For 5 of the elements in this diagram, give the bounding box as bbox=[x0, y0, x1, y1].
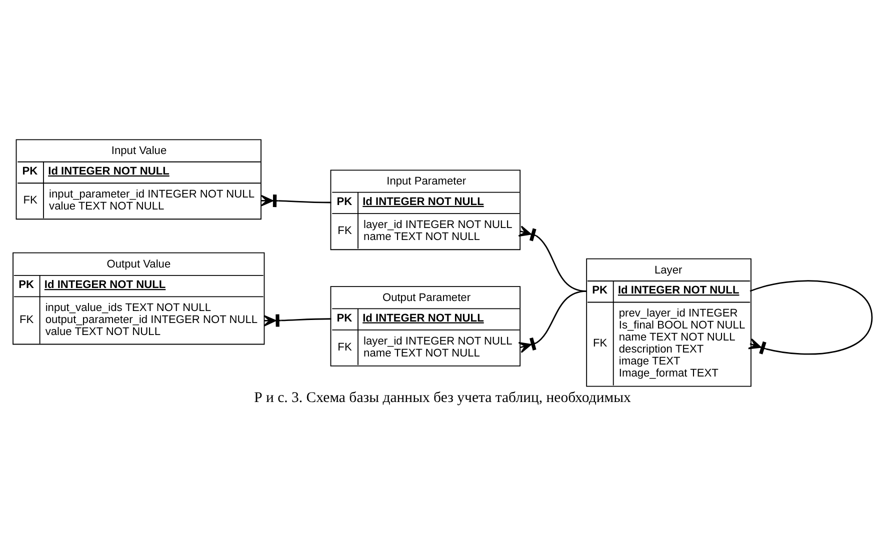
connector bbox=[518, 290, 587, 353]
connector bbox=[748, 280, 873, 355]
connector bbox=[264, 314, 332, 327]
connector bbox=[260, 194, 332, 208]
caption: Р и с. 3. Схема базы данных без учета таблиц, необходимых bbox=[254, 390, 631, 406]
